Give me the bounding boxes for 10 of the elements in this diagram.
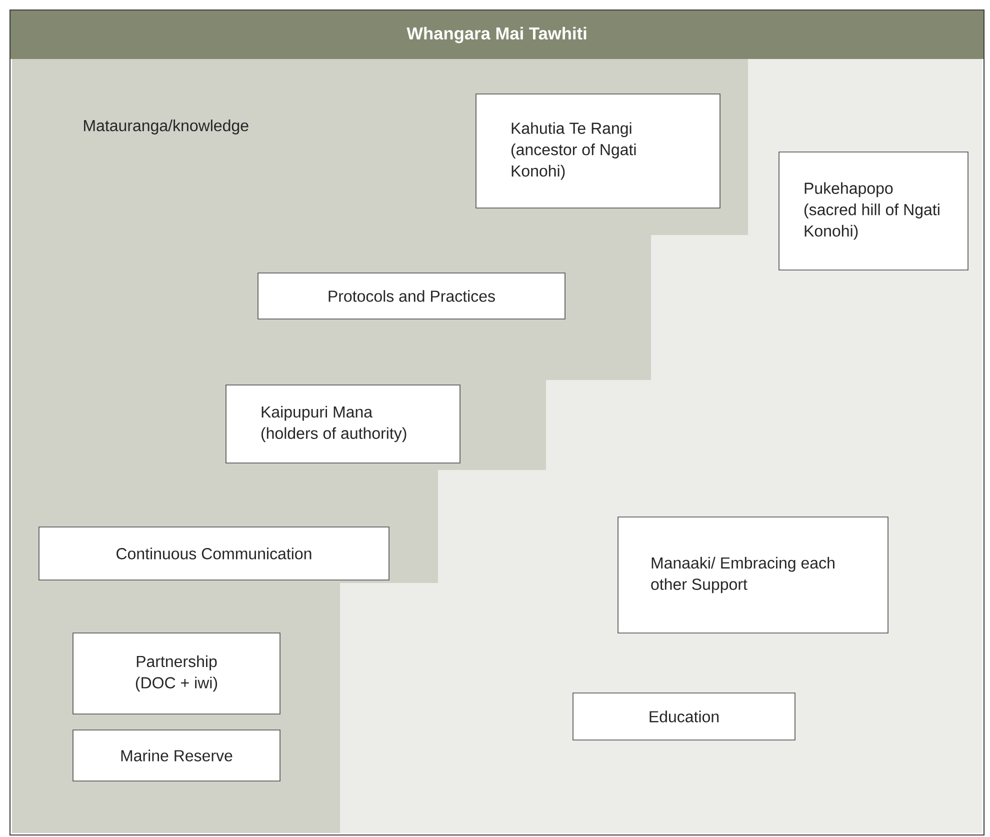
text-box: Kaipupuri Mana (holders of authority) (226, 384, 460, 464)
text-box: Partnership (DOC + iwi) (72, 632, 280, 714)
text-box: Continuous Communication (38, 526, 390, 580)
title-band: Whangara Mai Tawhiti (10, 10, 984, 59)
text-box: Marine Reserve (72, 730, 280, 782)
text-box: Kahutia Te Rangi (ancestor of Ngati Konohi) (476, 94, 720, 208)
text-box: Education (572, 692, 796, 740)
text-box: Pukehapopo (sacred hill of Ngati Konohi) (778, 152, 968, 270)
text-box: Manaaki/ Embracing each other Support (618, 516, 888, 634)
text-box: Protocols and Practices (258, 272, 566, 320)
